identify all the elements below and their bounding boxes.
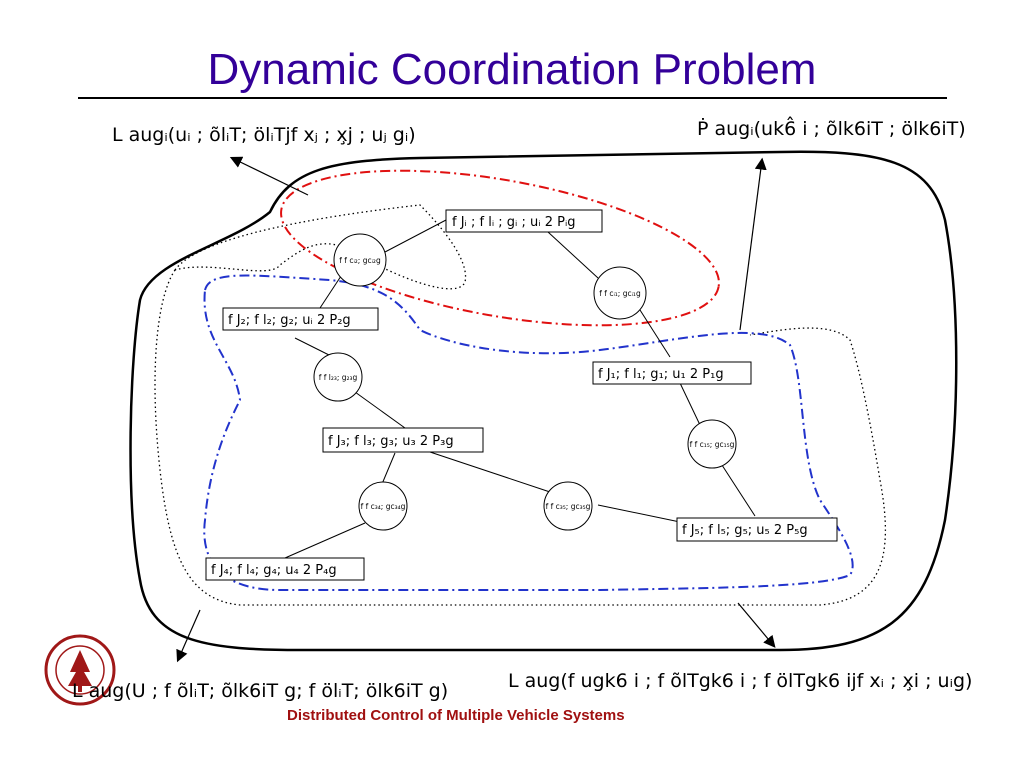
label-local-dual: Ṗ augᵢ(uk6̂ i ; õlk6iT ; ölk6iT) bbox=[697, 118, 966, 140]
agent-box-i: f Jᵢ ; f lᵢ ; gᵢ ; uᵢ 2 Pᵢg bbox=[445, 209, 603, 233]
node-c-15: f f c₁₅; gc₁₅g bbox=[687, 419, 737, 469]
label-global-lagrangian: L aug(f ugk6 i ; f õlTgk6 i ; f ölTgk6 i… bbox=[508, 670, 973, 692]
svg-text:f f c₃₄; gc₃₄g: f f c₃₄; gc₃₄g bbox=[361, 502, 406, 511]
svg-text:f J₂; f l₂; g₂; uᵢ 2 P₂g: f J₂; f l₂; g₂; uᵢ 2 P₂g bbox=[228, 313, 351, 328]
agent-box-1: f J₁; f l₁; g₁; u₁ 2 P₁g bbox=[592, 361, 752, 385]
agent-box-2: f J₂; f l₂; g₂; uᵢ 2 P₂g bbox=[222, 307, 379, 331]
svg-text:f f cᵢ₂; gcᵢ₂g: f f cᵢ₂; gcᵢ₂g bbox=[339, 256, 381, 265]
node-c-35: f f c₃₅; gc₃₅g bbox=[543, 481, 593, 531]
node-c-34: f f c₃₄; gc₃₄g bbox=[358, 481, 408, 531]
agent-box-4: f J₄; f l₄; g₄; u₄ 2 P₄g bbox=[205, 557, 365, 581]
label-global-lagrangian-u: L aug(U ; f õlᵢT; õlk6iT g; f ölᵢT; ölk6… bbox=[72, 680, 449, 702]
svg-text:f J₃; f l₃; g₃; u₃ 2 P₃g: f J₃; f l₃; g₃; u₃ 2 P₃g bbox=[328, 434, 454, 449]
svg-text:f J₁; f l₁; g₁; u₁ 2 P₁g: f J₁; f l₁; g₁; u₁ 2 P₁g bbox=[598, 367, 724, 382]
blue-dashdot-region bbox=[203, 274, 854, 591]
label-local-lagrangian: L augᵢ(uᵢ ; õlᵢT; ölᵢTjf xⱼ ; x̧j ; uⱼ g… bbox=[112, 124, 416, 146]
agent-box-3: f J₃; f l₃; g₃; u₃ 2 P₃g bbox=[322, 427, 484, 453]
stanford-seal-logo bbox=[44, 634, 116, 706]
node-c-i2: f f cᵢ₂; gcᵢ₂g bbox=[333, 233, 387, 287]
svg-text:f f l₂₃; g₂₃g: f f l₂₃; g₂₃g bbox=[319, 373, 358, 382]
node-c-i1: f f cᵢ₁; gcᵢ₁g bbox=[593, 266, 647, 320]
connection-lines bbox=[284, 219, 756, 559]
svg-text:f J₅; f l₅; g₅; u₅ 2 P₅g: f J₅; f l₅; g₅; u₅ 2 P₅g bbox=[682, 523, 808, 538]
svg-text:f f cᵢ₁; gcᵢ₁g: f f cᵢ₁; gcᵢ₁g bbox=[599, 289, 641, 298]
slide-title: Dynamic Coordination Problem bbox=[207, 45, 817, 94]
label-arrows bbox=[176, 156, 776, 663]
title-rule bbox=[78, 97, 947, 99]
outer-boundary bbox=[129, 150, 958, 652]
svg-text:f f c₃₅; gc₃₅g: f f c₃₅; gc₃₅g bbox=[546, 502, 591, 511]
svg-text:f J₄; f l₄; g₄; u₄ 2 P₄g: f J₄; f l₄; g₄; u₄ 2 P₄g bbox=[211, 563, 337, 578]
svg-text:f f c₁₅; gc₁₅g: f f c₁₅; gc₁₅g bbox=[690, 440, 735, 449]
red-dashdot-region bbox=[280, 169, 720, 327]
node-c-23: f f l₂₃; g₂₃g bbox=[313, 352, 363, 402]
agent-box-5: f J₅; f l₅; g₅; u₅ 2 P₅g bbox=[676, 517, 838, 542]
svg-text:f Jᵢ ; f lᵢ ; gᵢ ; uᵢ 2 Pᵢg: f Jᵢ ; f lᵢ ; gᵢ ; uᵢ 2 Pᵢg bbox=[452, 215, 576, 230]
footer-caption: Distributed Control of Multiple Vehicle … bbox=[287, 707, 625, 724]
dotted-region bbox=[154, 204, 887, 606]
